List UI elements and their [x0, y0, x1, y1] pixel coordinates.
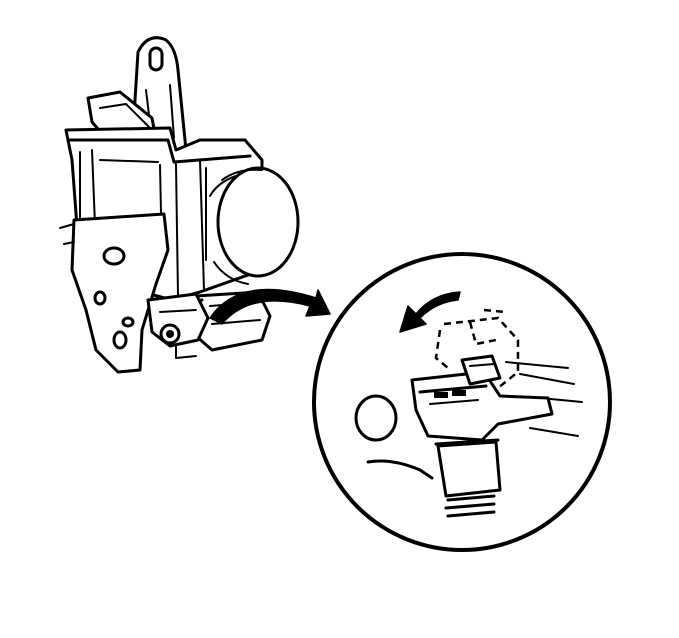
spool-cover: [205, 166, 300, 285]
detail-lever: [410, 354, 554, 442]
detail-callout: [312, 252, 612, 552]
plate-hole-small: [121, 316, 135, 328]
curved-arrow-icon: [209, 288, 331, 325]
detail-hole: [354, 394, 398, 442]
mounting-slot: [148, 46, 164, 72]
detail-pivot-body: [434, 438, 502, 518]
lever-phantom-outline: [434, 308, 520, 389]
rotate-arrow-icon: [399, 291, 461, 333]
base-plate: [59, 212, 170, 374]
main-assembly: [59, 36, 300, 374]
plate-hole-left: [93, 290, 107, 306]
plate-hole-upper: [102, 246, 126, 266]
release-lever: [146, 292, 210, 359]
plate-hole-lower: [112, 330, 128, 350]
spring: [444, 494, 496, 518]
